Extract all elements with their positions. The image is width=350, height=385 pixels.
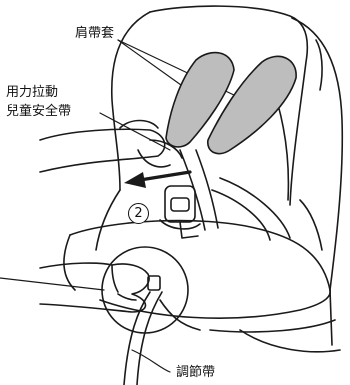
hand-lower — [39, 262, 150, 313]
pull-harness-label-line2: 兒童安全帶 — [6, 104, 72, 119]
adjuster-strap — [123, 291, 151, 385]
seat-cushion-outline — [69, 219, 331, 291]
step-number-badge: 2 — [128, 203, 149, 224]
hand-upper — [39, 128, 166, 173]
harness-strap-right — [211, 189, 271, 241]
seat-back-outline — [149, 5, 309, 206]
pull-arrow — [138, 170, 192, 182]
pull-harness-label-line1: 用力拉動 — [6, 85, 59, 100]
adjuster-strap-label: 調節帶 — [176, 365, 216, 380]
shoulder-pads-label: 肩帶套 — [75, 26, 115, 41]
leader-pull — [99, 112, 171, 151]
seat-back-inner — [95, 189, 121, 251]
detail-circle — [101, 246, 189, 334]
shoulder-pad-left — [165, 51, 235, 148]
seat-shell-right — [291, 17, 344, 346]
leader-hand — [0, 277, 105, 291]
leader-strap — [131, 349, 171, 373]
leader-pads-1 — [117, 39, 189, 91]
shoulder-pad-right — [207, 55, 297, 155]
buckle — [164, 185, 196, 223]
seat-wing-left — [110, 11, 151, 191]
